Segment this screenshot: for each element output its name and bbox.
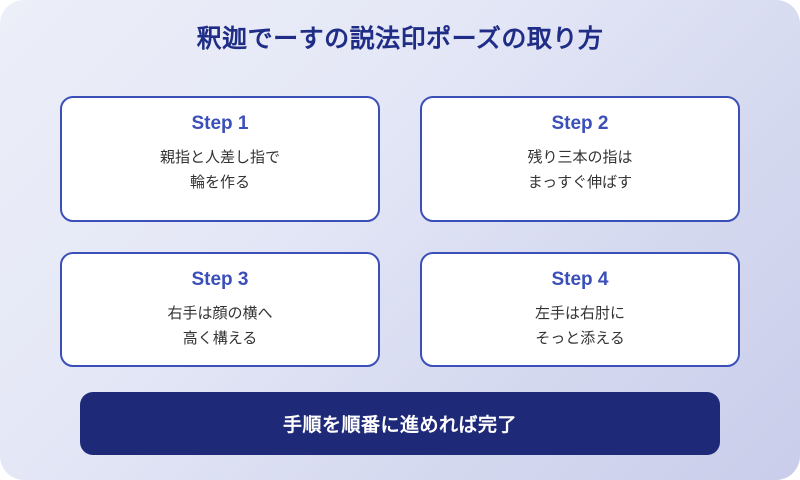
step-card-3-title: Step 3 <box>191 269 249 290</box>
summary-banner: 手順を順番に進めれば完了 <box>80 392 720 455</box>
step-card-1-line-2: 輪を作る <box>189 173 250 191</box>
step-card-1: Step 1 親指と人差し指で 輪を作る <box>60 96 380 222</box>
page-title: 釈迦でーすの説法印ポーズの取り方 <box>196 25 604 53</box>
step-card-2-line-2: まっすぐ伸ばす <box>527 173 633 191</box>
step-card-3-body: 右手は顔の横へ 高く構える <box>157 301 282 351</box>
step-card-2-body: 残り三本の指は まっすぐ伸ばす <box>517 145 642 195</box>
step-card-1-line-1: 親指と人差し指で <box>159 148 280 166</box>
summary-banner-text: 手順を順番に進めれば完了 <box>282 415 517 436</box>
steps-grid: Step 1 親指と人差し指で 輪を作る Step 2 残り三本の指は まっすぐ… <box>60 96 740 367</box>
step-card-2-line-1: 残り三本の指は <box>527 148 633 166</box>
step-card-1-body: 親指と人差し指で 輪を作る <box>150 145 290 195</box>
step-card-4-line-1: 左手は右肘に <box>534 304 625 322</box>
step-card-4-title: Step 4 <box>551 269 609 290</box>
step-card-1-title: Step 1 <box>191 113 249 134</box>
step-card-3-line-1: 右手は顔の横へ <box>167 304 273 322</box>
step-card-4-line-2: そっと添える <box>535 329 625 347</box>
step-card-3: Step 3 右手は顔の横へ 高く構える <box>60 252 380 367</box>
step-card-4-body: 左手は右肘に そっと添える <box>525 301 635 351</box>
step-card-2-title: Step 2 <box>551 113 609 134</box>
step-card-2: Step 2 残り三本の指は まっすぐ伸ばす <box>420 96 740 222</box>
step-card-3-line-2: 高く構える <box>182 329 258 347</box>
step-card-4: Step 4 左手は右肘に そっと添える <box>420 252 740 367</box>
